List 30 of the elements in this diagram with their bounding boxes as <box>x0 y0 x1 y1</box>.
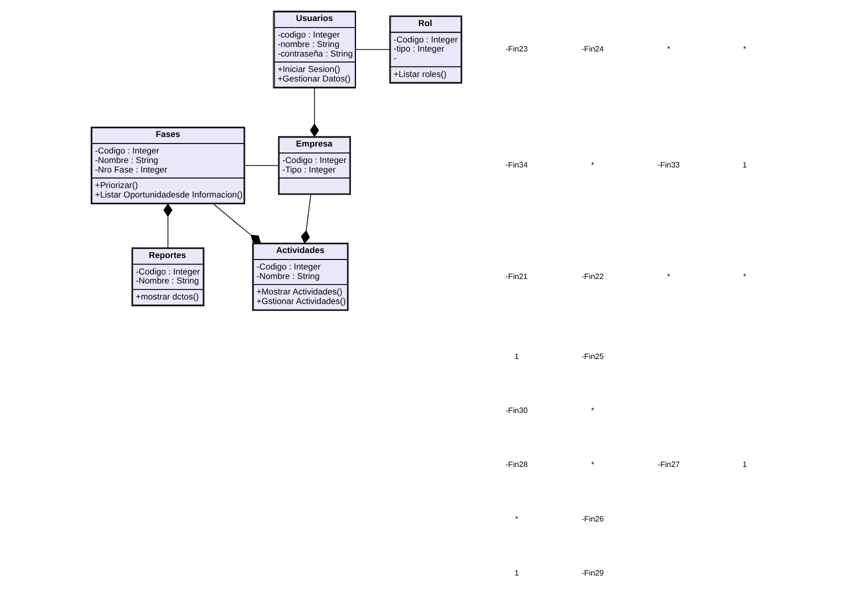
connector <box>309 88 319 138</box>
label: * <box>590 406 594 416</box>
connector <box>300 194 311 244</box>
label: -Fin26 <box>581 514 604 524</box>
label: * <box>590 160 594 170</box>
label: * <box>742 272 746 281</box>
connector <box>162 203 172 248</box>
label: -Fin34 <box>505 160 528 170</box>
label: -Fin28 <box>505 460 528 470</box>
label: -Fin24 <box>581 44 604 54</box>
label: -Fin22 <box>581 272 604 281</box>
connector <box>354 49 390 50</box>
connector <box>212 204 260 244</box>
connector <box>244 165 278 166</box>
label: * <box>666 44 670 54</box>
label: * <box>590 460 594 470</box>
label: 1 <box>742 460 746 470</box>
label: -Fin27 <box>657 460 680 470</box>
label: 1 <box>514 352 518 362</box>
label: * <box>514 514 518 524</box>
label: -Fin23 <box>505 44 528 54</box>
label: -Fin29 <box>581 568 604 578</box>
label: * <box>742 44 746 54</box>
label: 1 <box>514 568 518 578</box>
label: 1 <box>742 160 746 170</box>
label: -Fin21 <box>505 272 528 281</box>
label: * <box>666 272 670 281</box>
label: -Fin33 <box>657 160 680 170</box>
label: -Fin30 <box>505 406 528 416</box>
label: -Fin25 <box>581 352 604 362</box>
